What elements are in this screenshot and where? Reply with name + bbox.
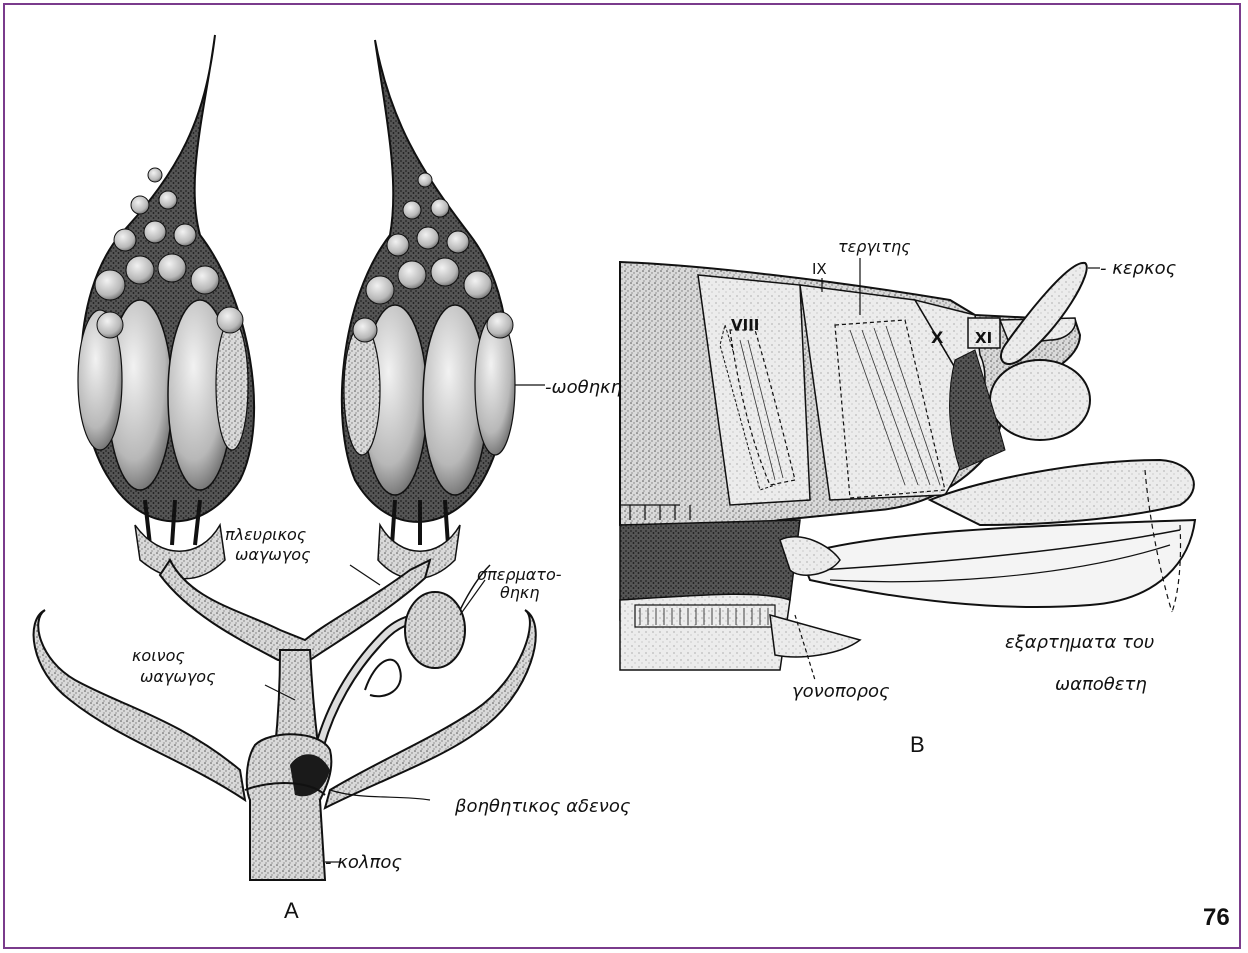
vagina <box>247 734 332 880</box>
label-ovary: -ωοθηκη <box>545 377 622 398</box>
label-common-duct-line1: κοινος <box>132 646 185 665</box>
label-appendages-line1: εξαρτηματα του <box>1005 632 1154 653</box>
label-accessory-gland: βοηθητικος αδενος <box>454 796 631 817</box>
label-spermatheca-line1: σπερματο- <box>477 565 562 584</box>
label-segment-x: X <box>931 328 944 347</box>
panel-a-drawing <box>34 35 536 880</box>
right-ovary <box>342 40 515 579</box>
left-ovary <box>78 35 254 579</box>
page-number: 76 <box>1203 904 1230 931</box>
spermatheca <box>405 592 465 668</box>
panel-b-drawing <box>620 262 1195 670</box>
label-appendages-line2: ωαποθετη <box>1055 674 1147 695</box>
label-segment-ix: IX <box>812 260 827 278</box>
label-lateral-duct-line2: ωαγωγος <box>235 545 310 564</box>
label-tergite: τεργιτης <box>838 237 910 256</box>
label-segment-viii: VIII <box>731 316 759 334</box>
common-oviduct <box>275 650 318 748</box>
label-segment-xi: XI <box>975 329 992 347</box>
panel-a-letter: A <box>284 898 299 923</box>
panel-b-letter: B <box>910 732 925 757</box>
label-spermatheca-line2: θηκη <box>500 583 540 602</box>
label-vagina: - κολπος <box>325 852 402 873</box>
ovipositor-lower-valve <box>800 520 1195 607</box>
label-gonopore: γονοπορος <box>792 681 890 702</box>
label-cercus: - κερκος <box>1100 258 1177 279</box>
label-common-duct-line2: ωαγωγος <box>140 667 215 686</box>
accessory-gland-left <box>34 610 245 800</box>
label-lateral-duct-line1: πλευρικος <box>225 525 306 544</box>
